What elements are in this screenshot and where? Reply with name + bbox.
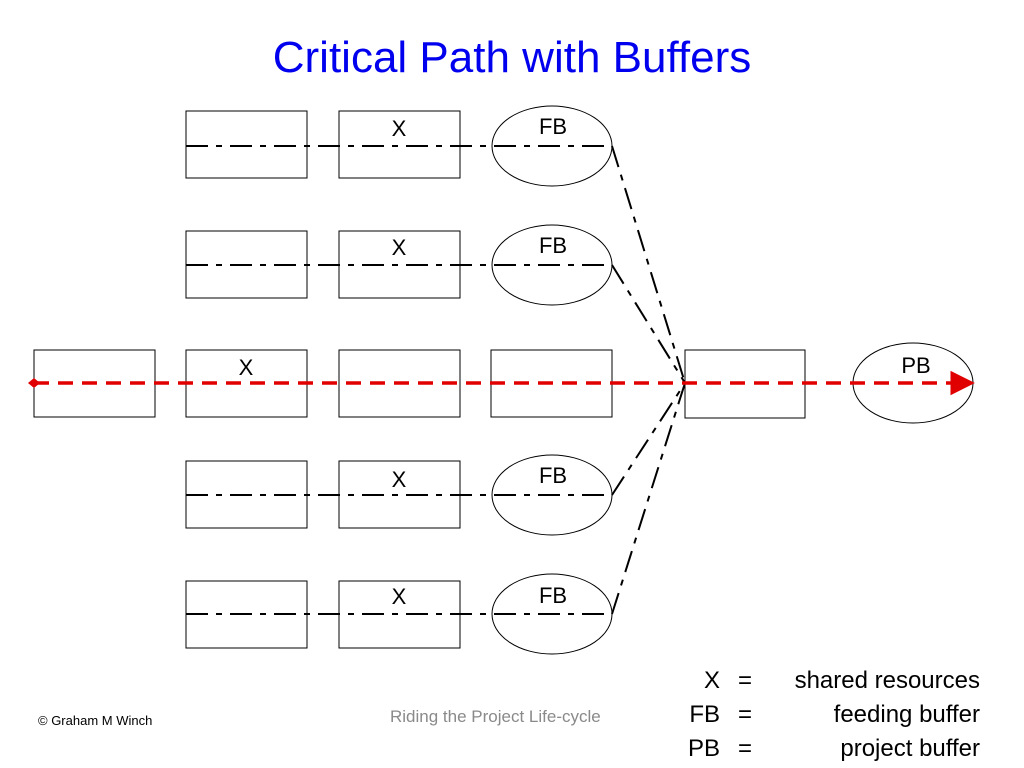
presentation-footer: Riding the Project Life-cycle: [390, 707, 601, 726]
shared-resource-label: X: [392, 584, 407, 609]
critical-path-line: [28, 370, 975, 396]
legend-description: shared resources: [794, 667, 980, 694]
shared-resource-label: X: [239, 355, 254, 380]
task-box: [185, 110, 308, 179]
legend-equals: =: [738, 667, 753, 694]
task-box-shared: [338, 110, 461, 179]
legend-symbol: X: [703, 667, 720, 694]
merge-connector: [611, 382, 686, 496]
critical-chain: X PB: [33, 342, 974, 424]
feeding-buffer-label: FB: [539, 114, 567, 139]
merge-connectors: [611, 145, 686, 615]
legend-equals: =: [738, 735, 753, 762]
merge-connector: [611, 264, 686, 384]
feeding-chain-3: X FB: [185, 454, 613, 536]
feeding-buffer-label: FB: [539, 233, 567, 258]
merge-connector: [611, 382, 686, 615]
legend-equals: =: [738, 701, 753, 728]
critical-path-start-marker: [28, 378, 40, 388]
legend-description: feeding buffer: [833, 701, 980, 728]
legend-row-shared-resources: X = shared resources: [660, 664, 990, 698]
legend-row-feeding-buffer: FB = feeding buffer: [660, 698, 990, 732]
copyright-footer: © Graham M Winch: [38, 713, 153, 728]
merge-connector: [611, 145, 686, 384]
legend-description: project buffer: [840, 735, 980, 762]
slide-title: Critical Path with Buffers: [272, 33, 752, 82]
legend: X = shared resources FB = feeding buffer…: [660, 664, 990, 766]
feeding-buffer-label: FB: [539, 463, 567, 488]
legend-symbol: PB: [687, 735, 720, 762]
feeding-chain-4: X FB: [185, 573, 613, 655]
legend-row-project-buffer: PB = project buffer: [660, 732, 990, 766]
shared-resource-label: X: [392, 116, 407, 141]
feeding-buffer-label: FB: [539, 583, 567, 608]
shared-resource-label: X: [392, 467, 407, 492]
shared-resource-label: X: [392, 235, 407, 260]
legend-symbol: FB: [689, 701, 720, 728]
project-buffer-label: PB: [901, 353, 930, 378]
feeding-chain-1: X FB: [185, 105, 613, 187]
feeding-chain-2: X FB: [185, 224, 613, 306]
